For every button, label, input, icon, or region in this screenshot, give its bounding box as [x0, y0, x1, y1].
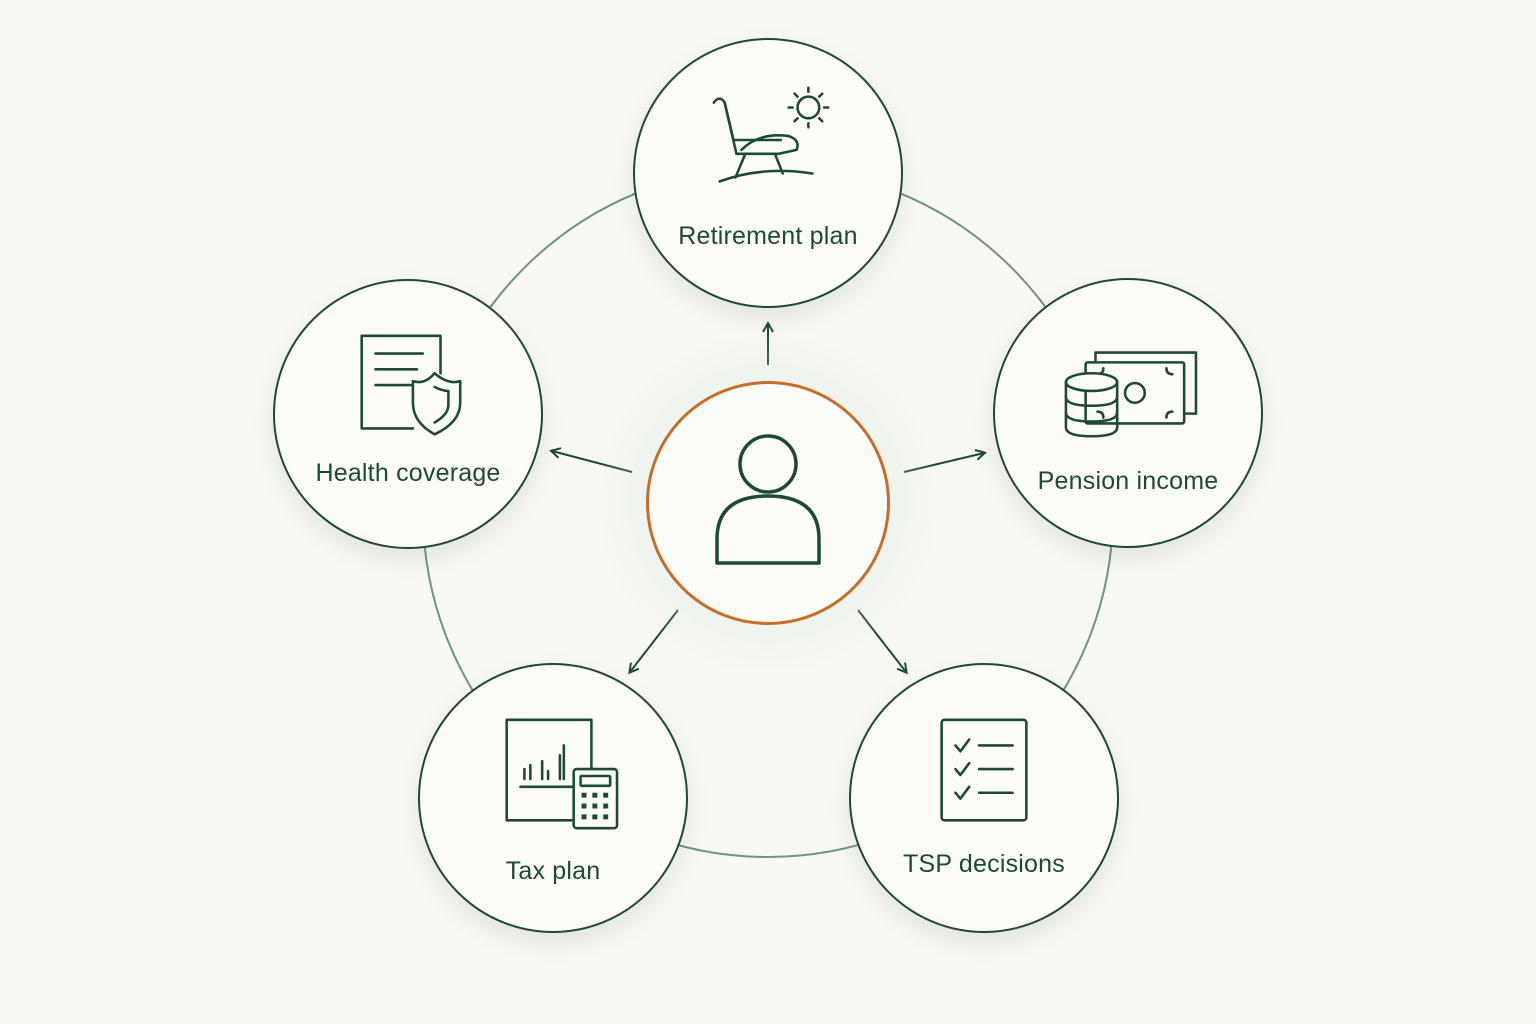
- cash-coins-icon: [1064, 351, 1198, 438]
- checklist-icon: [940, 718, 1028, 822]
- node-pension-income: Pension income: [993, 278, 1263, 548]
- node-retirement-plan: Retirement plan: [633, 38, 903, 308]
- node-label: TSP decisions: [903, 850, 1065, 878]
- node-health-coverage: Health coverage: [273, 279, 543, 549]
- chart-calculator-icon: [505, 718, 619, 830]
- center-person-node: [646, 381, 890, 625]
- node-tax-plan: Tax plan: [418, 663, 688, 933]
- node-label: Pension income: [1037, 467, 1219, 495]
- person-icon: [715, 434, 821, 565]
- rocking-chair-sun-icon: [712, 86, 830, 183]
- node-label: Tax plan: [505, 857, 601, 885]
- node-label: Health coverage: [315, 459, 501, 487]
- document-shield-icon: [360, 334, 462, 436]
- node-tsp-decisions: TSP decisions: [849, 663, 1119, 933]
- node-label: Retirement plan: [678, 222, 858, 250]
